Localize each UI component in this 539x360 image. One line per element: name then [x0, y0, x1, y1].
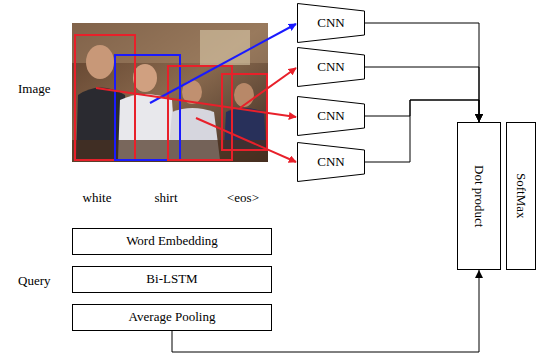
node-text: SoftMax	[514, 173, 528, 219]
process-box: Average Pooling	[72, 304, 272, 331]
process-box: Bi-LSTM	[72, 266, 272, 293]
section-label: Query	[18, 274, 51, 288]
softmax-box: SoftMax	[506, 122, 536, 270]
process-box: Word Embedding	[72, 228, 272, 255]
cnn-encoder: CNN	[297, 3, 365, 43]
connector-arrow	[365, 100, 479, 122]
node-text: CNN	[317, 155, 344, 169]
node-text: Bi-LSTM	[146, 272, 197, 286]
node-text: CNN	[317, 16, 344, 30]
section-label: Image	[18, 82, 50, 96]
query-word: <eos>	[227, 191, 259, 205]
dot-product-box: Dot product	[457, 122, 501, 270]
cnn-encoder: CNN	[297, 96, 365, 136]
node-text: Average Pooling	[129, 310, 216, 324]
connector-arrow	[365, 23, 479, 122]
node-text: CNN	[317, 60, 344, 74]
connector-arrow	[365, 67, 479, 122]
query-word: shirt	[154, 191, 177, 205]
cnn-encoder: CNN	[297, 142, 365, 182]
query-word: white	[83, 191, 112, 205]
node-text: Dot product	[472, 165, 486, 227]
node-text: CNN	[317, 109, 344, 123]
cnn-encoder: CNN	[297, 47, 365, 87]
node-text: Word Embedding	[126, 234, 218, 248]
